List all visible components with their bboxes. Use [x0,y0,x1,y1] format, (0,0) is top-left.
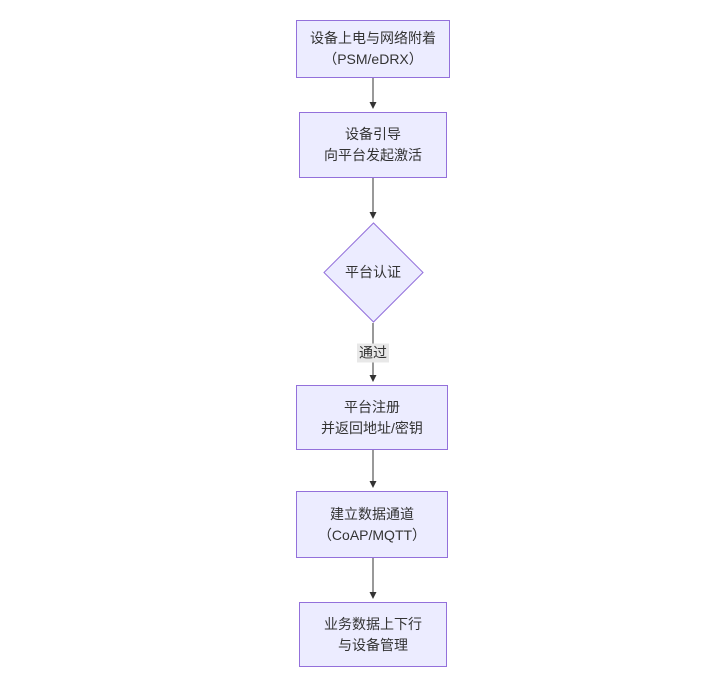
node-power-attach: 设备上电与网络附着 （PSM/eDRX） [296,20,450,78]
node-label-line: 平台认证 [345,264,401,280]
node-business-data: 业务数据上下行 与设备管理 [299,602,447,667]
node-label-line: 并返回地址/密钥 [321,419,423,436]
edge-label-pass: 通过 [357,343,389,363]
node-label-line: 设备引导 [345,126,401,142]
node-label-line: （PSM/eDRX） [323,51,423,67]
node-data-channel: 建立数据通道 （CoAP/MQTT） [296,491,448,558]
node-bootstrap-activate: 设备引导 向平台发起激活 [299,112,447,178]
node-label-line: 设备上电与网络附着 [310,30,436,46]
node-platform-register: 平台注册 并返回地址/密钥 [296,385,448,450]
node-label-line: 向平台发起激活 [324,147,422,163]
node-label-line: 与设备管理 [338,636,408,653]
node-label-line: 建立数据通道 [330,505,414,522]
node-label-line: 平台注册 [344,398,400,415]
node-label-line: 业务数据上下行 [324,615,422,632]
node-label-line: （CoAP/MQTT） [317,526,427,543]
